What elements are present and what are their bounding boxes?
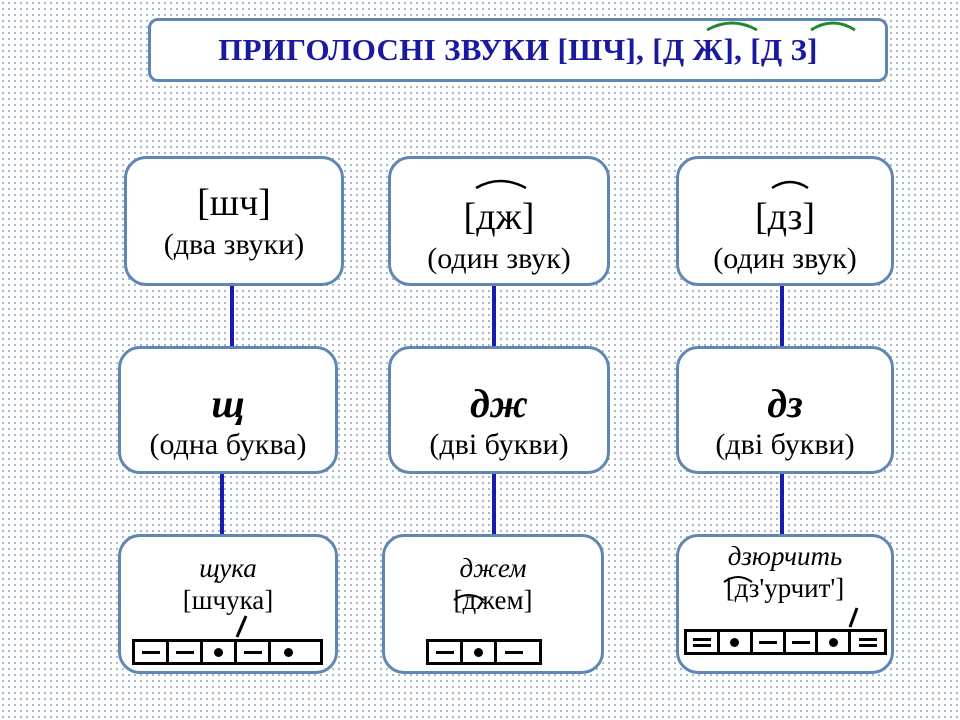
scheme-cell xyxy=(429,642,463,662)
letter-description: (дві букви) xyxy=(429,428,569,461)
sound-scheme-dzyurchyt xyxy=(684,629,887,655)
letter-description: (одна буква) xyxy=(149,428,307,461)
scheme-cell xyxy=(687,632,720,652)
connector-line xyxy=(230,284,234,348)
sound-description: (два звуки) xyxy=(163,228,305,261)
connector-line xyxy=(492,474,496,536)
sound-label: [шч] xyxy=(197,182,271,224)
example-word: джем xyxy=(459,553,527,583)
stress-mark-shchuka xyxy=(235,615,248,638)
example-transcription: [шчука] xyxy=(182,585,274,615)
transcription-arc-dzhem xyxy=(453,594,485,601)
sound-scheme-dzhem xyxy=(426,639,542,665)
scheme-cell xyxy=(237,642,271,662)
sound-box-dzh: [дж] (один звук) xyxy=(388,156,610,286)
example-word: щука xyxy=(199,553,257,583)
sound-label: [дз] xyxy=(754,196,816,238)
scheme-cell xyxy=(463,642,497,662)
letter-label: дж xyxy=(470,381,528,426)
title-arc-dz xyxy=(810,21,856,32)
title-box: ПРИГОЛОСНІ ЗВУКИ [ШЧ], [Д Ж], [Д З] xyxy=(148,18,888,82)
sound-description: (один звук) xyxy=(713,242,857,275)
scheme-cell xyxy=(851,632,884,652)
title-arc-dzh xyxy=(706,21,758,32)
letter-label: щ xyxy=(211,381,245,426)
letter-box-dzh: дж (дві букви) xyxy=(388,346,610,474)
scheme-cell xyxy=(720,632,753,652)
sound-box-dz: [дз] (один звук) xyxy=(676,156,894,286)
letter-box-dz: дз (дві букви) xyxy=(676,346,894,474)
sound-arc-dz xyxy=(771,180,809,190)
connector-line xyxy=(780,284,784,348)
sound-arc-dzh xyxy=(475,179,527,190)
scheme-cell xyxy=(497,642,531,662)
connector-line xyxy=(492,284,496,348)
scheme-cell xyxy=(753,632,786,652)
page-title: ПРИГОЛОСНІ ЗВУКИ [ШЧ], [Д Ж], [Д З] xyxy=(218,32,818,67)
example-transcription: [джем] xyxy=(453,585,533,615)
connector-line xyxy=(220,474,224,536)
scheme-cell xyxy=(135,642,169,662)
scheme-cell xyxy=(169,642,203,662)
sound-label: [дж] xyxy=(463,196,535,238)
example-word: дзюрчить xyxy=(727,541,843,571)
transcription-arc-dzyurchyt xyxy=(723,576,753,583)
sound-scheme-shchuka xyxy=(132,639,323,665)
scheme-cell xyxy=(786,632,819,652)
scheme-cell xyxy=(271,642,305,662)
sound-description: (один звук) xyxy=(427,242,571,275)
letter-box-shch: щ (одна буква) xyxy=(118,346,338,474)
stress-mark-dzyurchyt xyxy=(848,607,859,628)
letter-label: дз xyxy=(767,381,803,426)
scheme-cell xyxy=(203,642,237,662)
connector-line xyxy=(780,474,784,536)
scheme-cell xyxy=(818,632,852,652)
sound-box-shch: [шч] (два звуки) xyxy=(124,156,344,286)
letter-description: (дві букви) xyxy=(715,428,855,461)
